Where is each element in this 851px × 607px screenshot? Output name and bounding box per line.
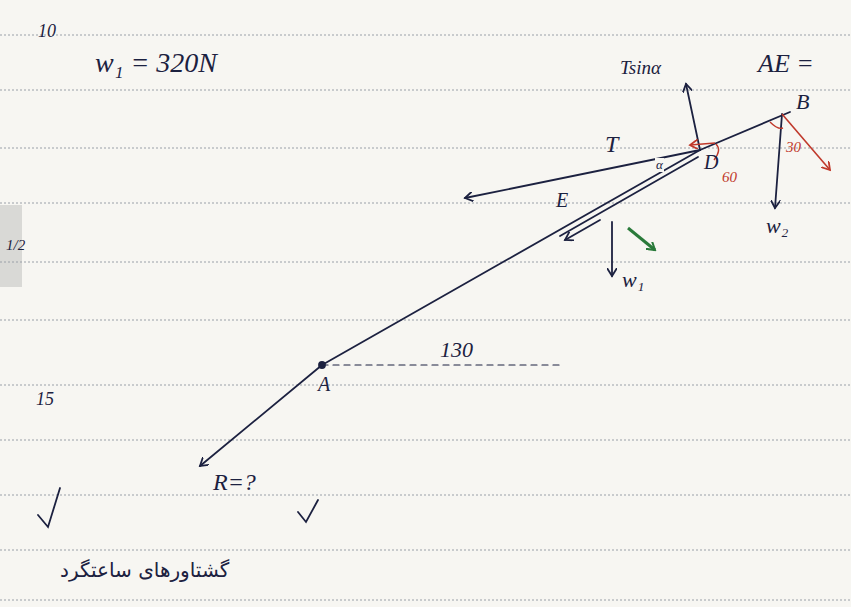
- point-label: B: [796, 90, 809, 113]
- force-label: w₂: [766, 214, 788, 237]
- line-number: 10: [38, 22, 56, 41]
- handwritten-note: گشتاورهای ساعتگرد: [60, 560, 229, 581]
- equation-label: AE =: [758, 50, 814, 77]
- angle-label: α: [655, 158, 664, 172]
- given-weight: w₁ = 320N: [95, 48, 217, 77]
- point-label: A: [318, 374, 330, 395]
- point-label: E: [556, 190, 568, 211]
- point-label: D: [704, 152, 718, 173]
- angle-label: 60: [722, 170, 737, 186]
- angle-label: 130: [440, 338, 473, 361]
- margin-note: 1/2: [6, 238, 25, 254]
- force-label: w₁: [622, 268, 644, 291]
- force-label: Tsinα: [620, 58, 661, 78]
- reaction-label: R=?: [213, 470, 256, 495]
- force-label: T: [605, 132, 618, 157]
- line-number: 15: [36, 390, 54, 409]
- angle-label: 30: [786, 140, 801, 156]
